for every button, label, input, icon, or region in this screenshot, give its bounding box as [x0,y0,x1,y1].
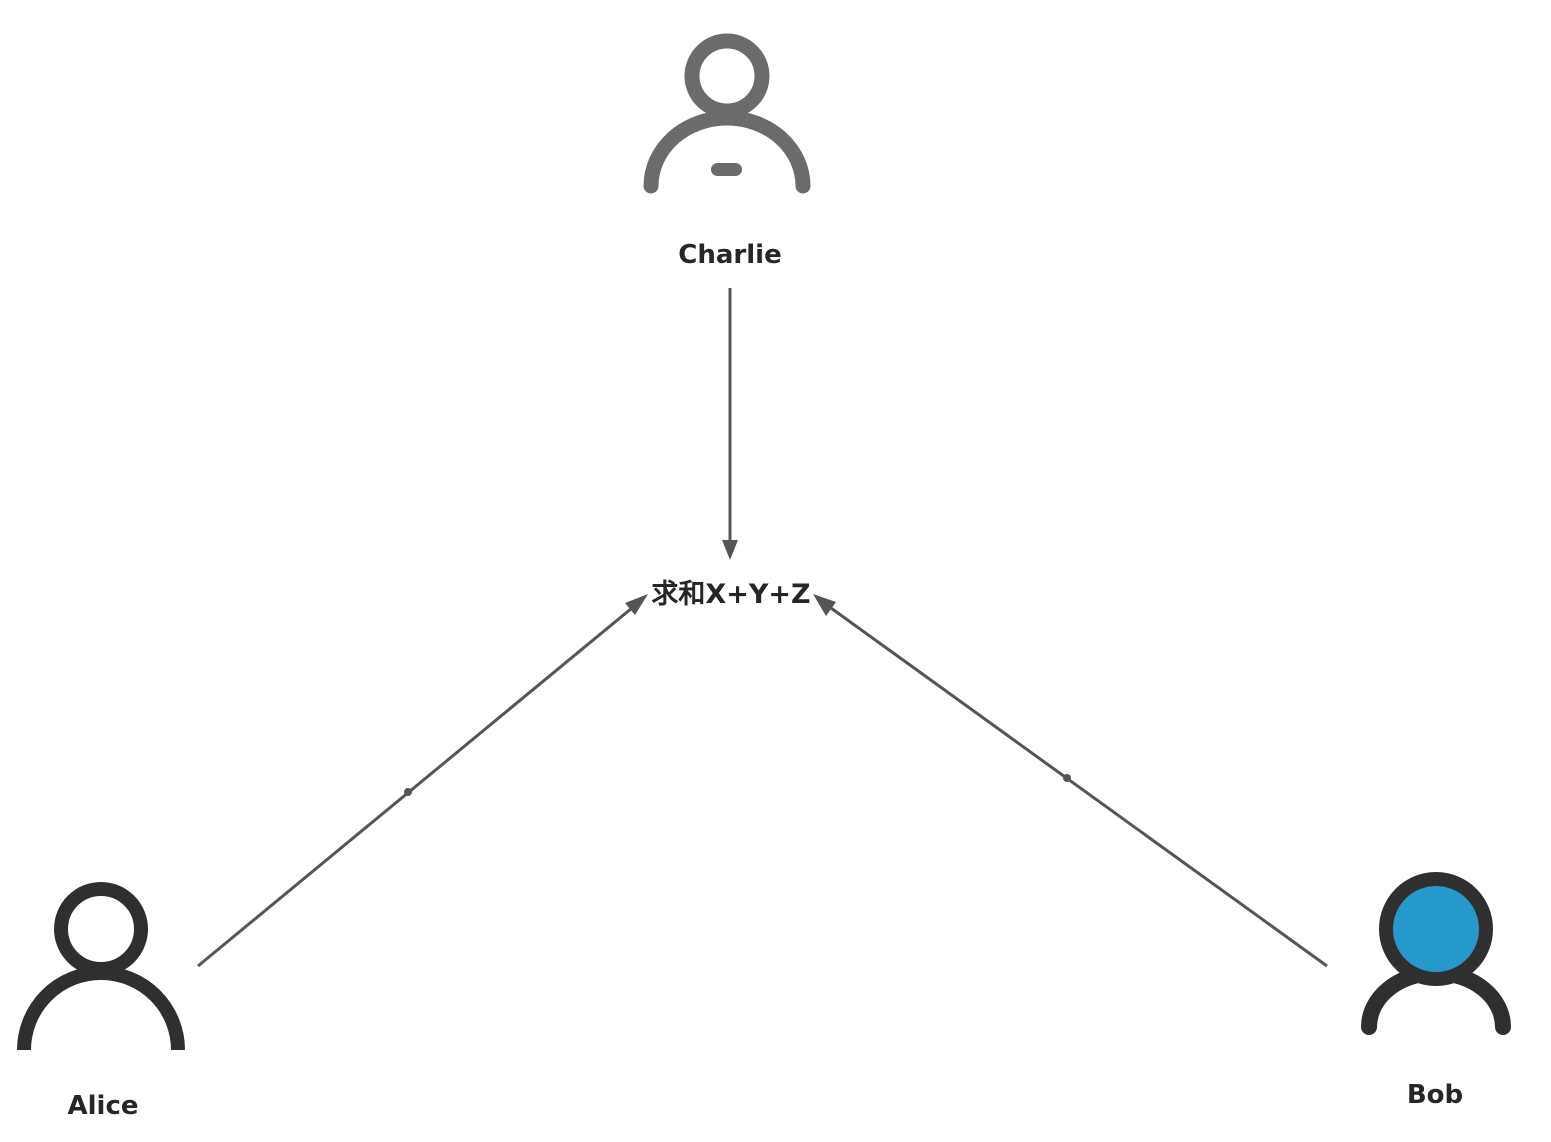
bob-label: Bob [1407,1080,1463,1110]
alice-label: Alice [68,1091,139,1121]
sum-label: 求和X+Y+Z [651,579,810,610]
charlie-user-icon [643,33,811,194]
bob-user-icon [1361,872,1511,1035]
arrow-alice-to-sum [197,594,648,968]
alice-user-icon [17,882,185,1051]
arrow-charlie-to-sum [722,288,738,560]
charlie-label: Charlie [678,240,781,270]
arrow-bob-to-sum [813,594,1328,968]
